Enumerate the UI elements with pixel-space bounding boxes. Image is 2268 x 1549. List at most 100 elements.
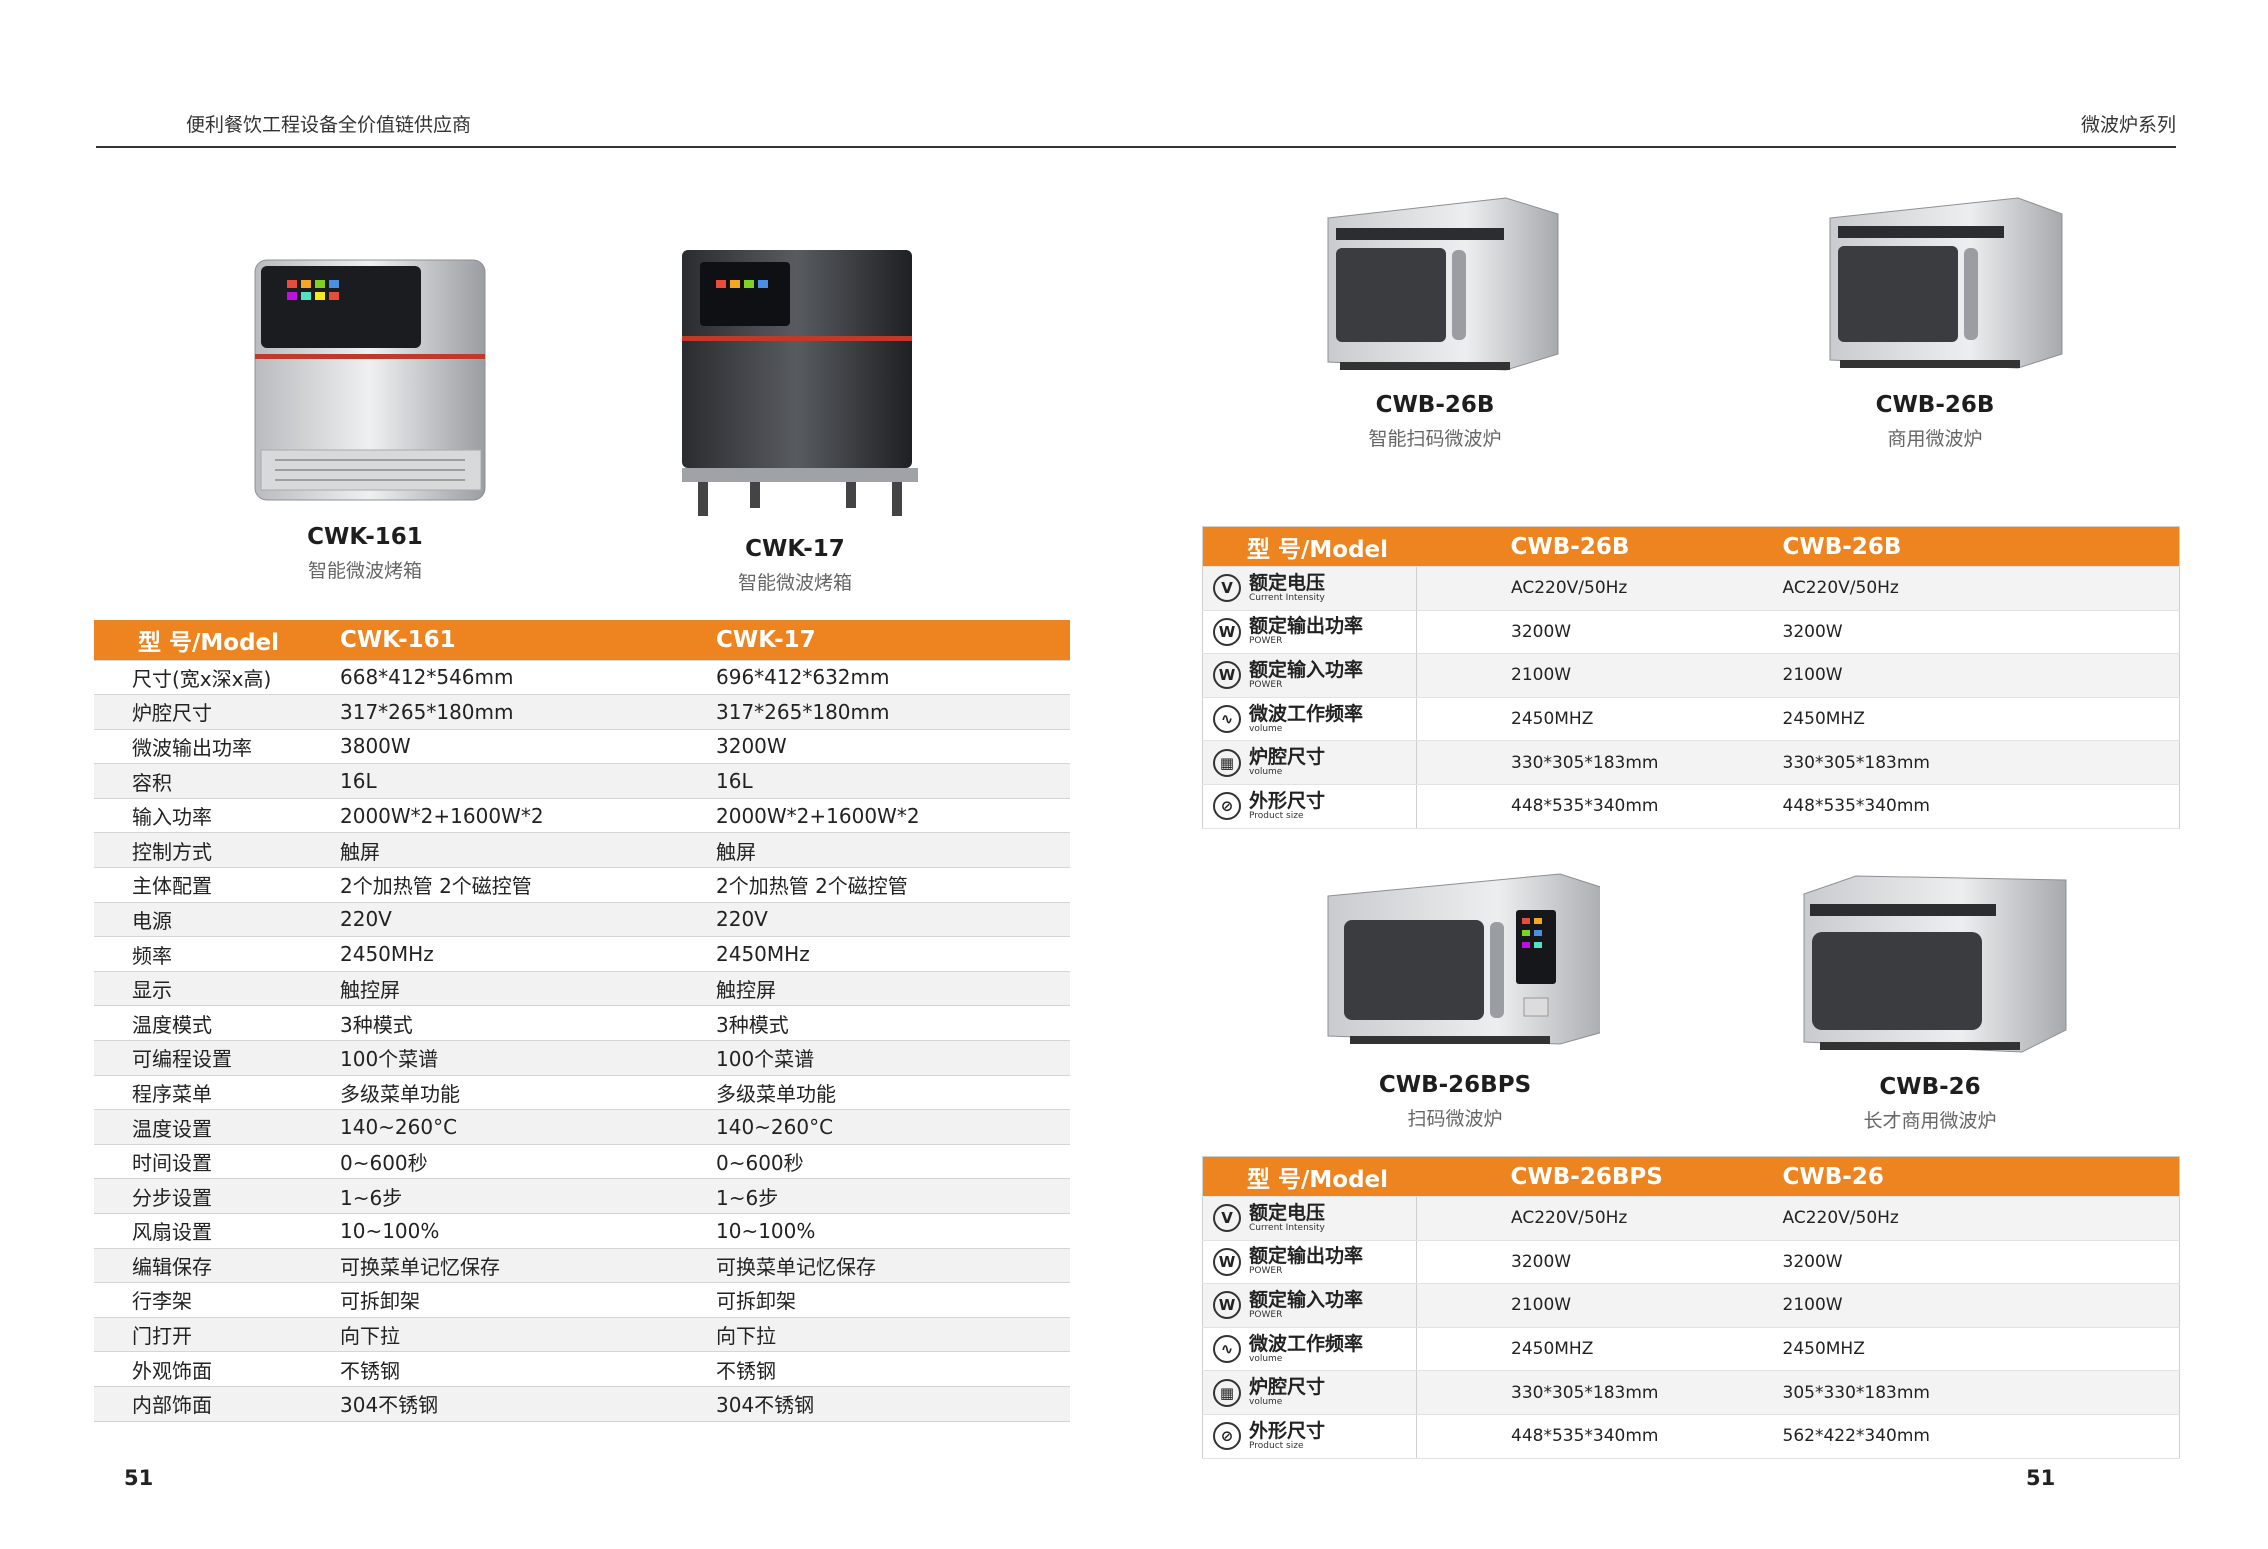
spec-value: 668*412*546mm [340, 660, 716, 696]
row-label-cn: 额定电压 [1249, 571, 1326, 594]
spec-table-header: 型 号/Model CWB-26BPS CWB-26 [1202, 1156, 2180, 1197]
spec-value: 2450MHZ [1416, 1327, 1783, 1372]
spec-label: 外观饰面 [94, 1351, 340, 1387]
w-letter-icon: W [1213, 617, 1241, 646]
row-label-cn: 外形尺寸 [1249, 789, 1326, 812]
spec-label: 温度模式 [94, 1005, 340, 1042]
spec-value: 2450MHZ [1782, 1327, 2180, 1372]
spec-value: 100个菜谱 [340, 1040, 716, 1076]
spec-label: 温度设置 [94, 1109, 340, 1145]
spec-value: 3200W [1416, 610, 1783, 655]
spec-value: 304不锈钢 [716, 1386, 1070, 1422]
spec-value: 触屏 [716, 832, 1070, 869]
microwave-cwb-26-image [1803, 875, 2067, 1053]
spec-label: 可编程设置 [94, 1040, 340, 1076]
catalog-tagline: 便利餐饮工程设备全价值链供应商 [186, 114, 472, 136]
product-model: CWB-26 [1879, 1074, 1981, 1100]
spec-value: 3200W [716, 729, 1070, 765]
spec-value: 2000W*2+1600W*2 [340, 798, 716, 834]
row-label-cn: 额定输入功率 [1249, 658, 1364, 681]
spec-value: 448*535*340mm [1416, 1414, 1783, 1459]
row-label-en: POWER [1249, 636, 1283, 647]
product-cwk-161: CWK-161 智能微波烤箱 [220, 250, 510, 583]
product-model: CWK-17 [745, 536, 845, 562]
spec-value: 140~260°C [340, 1109, 716, 1145]
row-label-cn: 炉腔尺寸 [1249, 746, 1326, 769]
spec-value: 可换菜单记忆保存 [340, 1248, 716, 1284]
spec-table-cwk: 型 号/Model CWK-161 CWK-17 尺寸(宽x深x高)668*41… [94, 620, 1070, 1422]
product-description: 智能扫码微波炉 [1368, 428, 1502, 450]
row-label-en: POWER [1249, 679, 1283, 690]
header-divider [96, 146, 2176, 148]
table-row: 门打开向下拉向下拉 [94, 1317, 1070, 1353]
spec-label: 风扇设置 [94, 1213, 340, 1249]
product-description: 智能微波烤箱 [307, 560, 422, 582]
spec-value: 2100W [1782, 1283, 2180, 1328]
header-model-label: 型 号/Model [1202, 1156, 1417, 1197]
product-cwb-26b-smart: CWB-26B 智能扫码微波炉 [1300, 190, 1570, 451]
spec-value: 多级菜单功能 [716, 1075, 1070, 1111]
spec-table-header: 型 号/Model CWB-26B CWB-26B [1202, 526, 2180, 567]
box-icon: ⊘ [1213, 1422, 1241, 1451]
row-label-en: POWER [1249, 1309, 1283, 1320]
page-number-left: 51 [124, 1466, 154, 1490]
product-model: CWB-26B [1375, 392, 1495, 418]
spec-value: 2个加热管 2个磁控管 [716, 867, 1070, 903]
row-label-en: volume [1249, 1353, 1283, 1364]
product-cwb-26bps: CWB-26BPS 扫码微波炉 [1310, 860, 1611, 1131]
spec-value: 触控屏 [716, 971, 1070, 1007]
spec-value: 向下拉 [340, 1317, 716, 1353]
spec-value: 2450MHz [340, 936, 716, 972]
spec-label: 门打开 [94, 1317, 340, 1353]
row-label-en: POWER [1249, 1266, 1283, 1277]
spec-value: 3种模式 [340, 1005, 716, 1042]
spec-value: 3种模式 [716, 1005, 1070, 1042]
header-model-label: 型 号/Model [94, 620, 340, 661]
spec-value: 2100W [1416, 653, 1783, 698]
row-label-cn: 额定输出功率 [1249, 615, 1364, 638]
spec-label: 容积 [94, 763, 340, 799]
product-description: 商用微波炉 [1887, 428, 1983, 450]
spec-value: AC220V/50Hz [1782, 566, 2180, 611]
row-label-en: Product size [1249, 810, 1304, 821]
spec-value: 2450MHZ [1416, 697, 1783, 742]
wave-icon: ∿ [1213, 1335, 1241, 1364]
product-cwb-26: CWB-26 长才商用微波炉 [1790, 866, 2070, 1133]
spec-value: 330*305*183mm [1416, 1370, 1783, 1415]
spec-value: 448*535*340mm [1782, 784, 2180, 829]
spec-label: 编辑保存 [94, 1248, 340, 1284]
row-label-cn: 炉腔尺寸 [1249, 1376, 1326, 1399]
spec-label: 尺寸(宽x深x高) [94, 660, 340, 696]
row-label-cn: 微波工作频率 [1249, 1332, 1364, 1355]
spec-value: 3200W [1782, 1240, 2180, 1285]
app-grid-icon [287, 280, 339, 300]
spec-value: 0~600秒 [716, 1144, 1070, 1180]
spec-value: 1~6步 [716, 1178, 1070, 1214]
spec-value: 562*422*340mm [1782, 1414, 2180, 1459]
table-row: 编辑保存可换菜单记忆保存可换菜单记忆保存 [94, 1248, 1070, 1284]
spec-label: 分步设置 [94, 1178, 340, 1214]
oven-cwk-17-image [682, 250, 918, 516]
